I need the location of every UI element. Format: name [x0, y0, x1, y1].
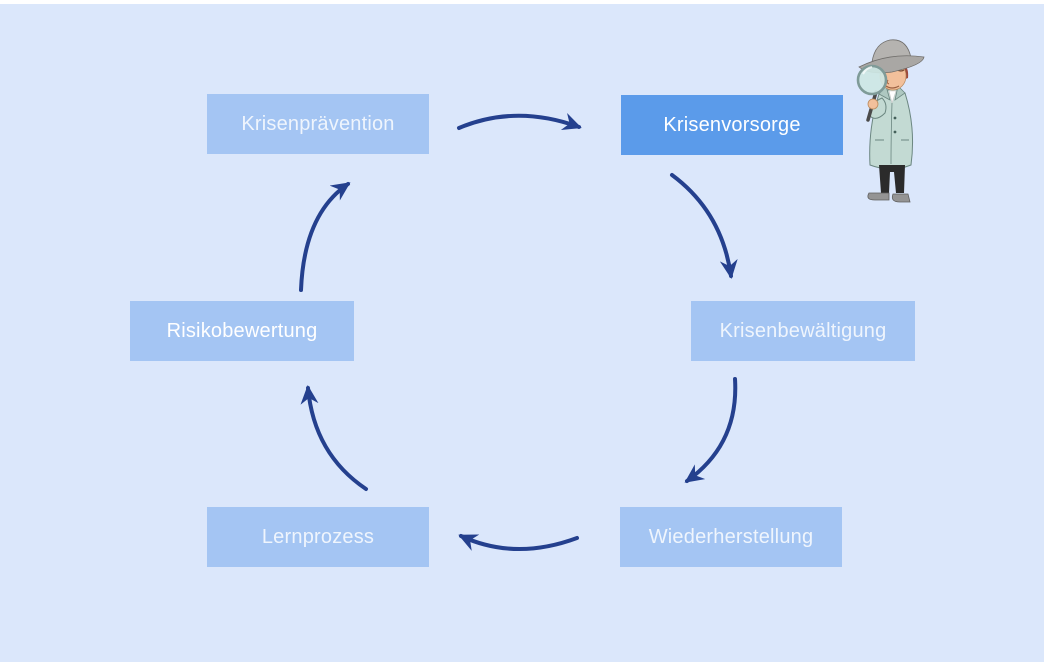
node-krisenpraevention[interactable]: Krisenprävention	[207, 94, 429, 154]
node-lernprozess[interactable]: Lernprozess	[207, 507, 429, 567]
node-krisenvorsorge[interactable]: Krisenvorsorge	[621, 95, 843, 155]
node-wiederherstellung[interactable]: Wiederherstellung	[620, 507, 842, 567]
node-krisenbewaeltigung[interactable]: Krisenbewältigung	[691, 301, 915, 361]
node-risikobewertung[interactable]: Risikobewertung	[130, 301, 354, 361]
